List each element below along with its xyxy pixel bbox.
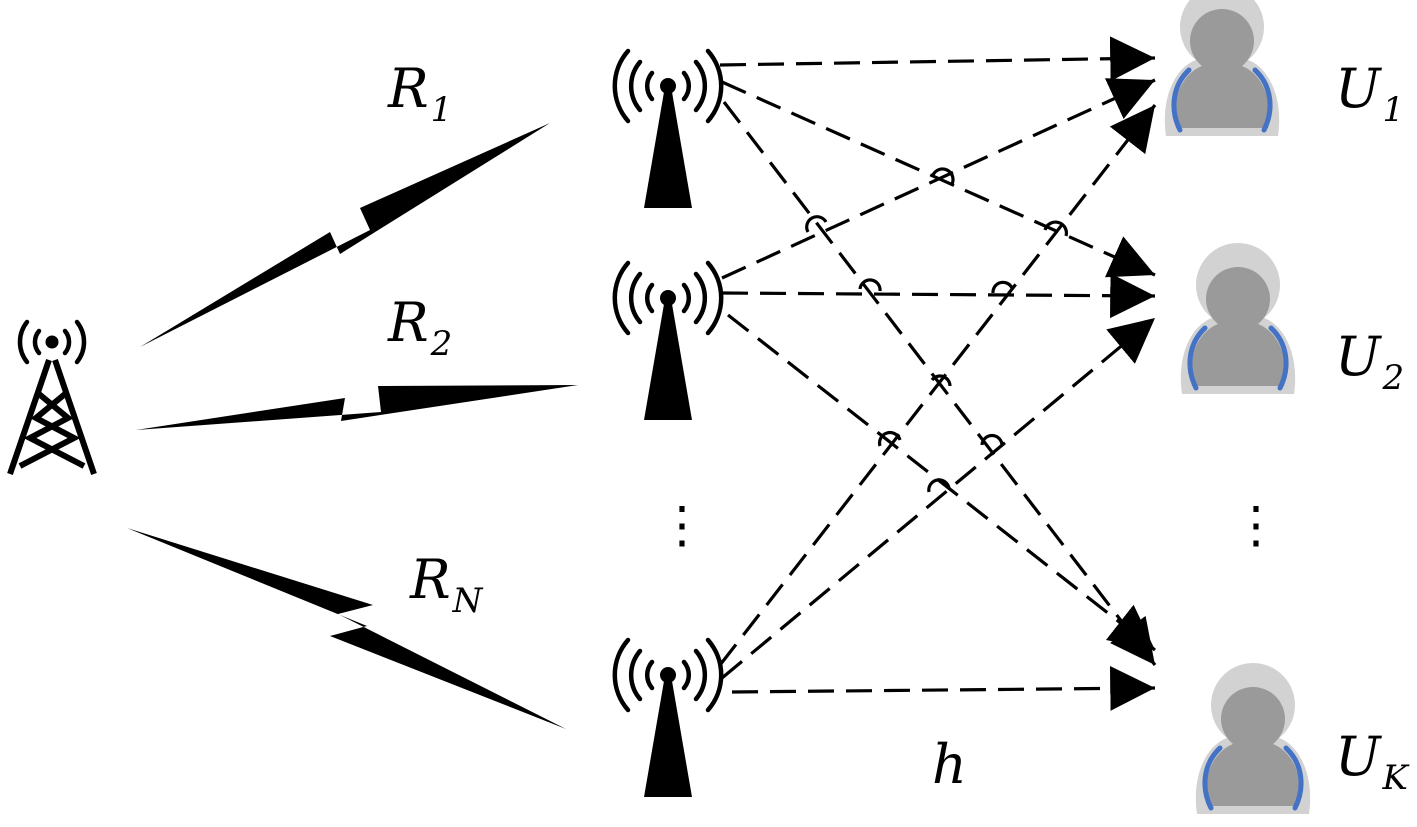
- relay-1-letter: R: [388, 57, 429, 120]
- link-rn-uk: [731, 666, 1156, 711]
- channel-letter: h: [932, 733, 967, 796]
- user-k-label: UK: [1335, 730, 1408, 796]
- relay-2-label: R2: [388, 296, 452, 362]
- relay-n-subscript: N: [452, 581, 483, 621]
- user-icon: [1196, 663, 1310, 814]
- user-k-subscript: K: [1382, 758, 1408, 798]
- user-1-label: U1: [1335, 62, 1404, 128]
- link-r2-uk: [727, 313, 1156, 652]
- antenna-icon: [615, 263, 721, 420]
- user-2-subscript: 2: [1382, 358, 1405, 398]
- channel-label: h: [932, 738, 967, 792]
- relay-1-subscript: 1: [430, 90, 453, 130]
- link-r1-u1: [719, 36, 1156, 82]
- link-r2-u1: [721, 78, 1156, 280]
- channel-links: [718, 36, 1157, 711]
- user-k-letter: U: [1335, 725, 1381, 788]
- relay-1-label: R1: [388, 62, 452, 128]
- lightning-bolt-icon: [136, 385, 578, 430]
- user-icon: [1181, 243, 1295, 394]
- user-1-subscript: 1: [1382, 90, 1405, 130]
- cell-tower-icon: [7, 319, 97, 475]
- lightning-bolt-icon: [140, 123, 550, 347]
- relay-2-letter: R: [388, 291, 429, 354]
- user-1-letter: U: [1335, 57, 1381, 120]
- link-rn-u1: [718, 104, 1157, 666]
- user-icon: [1165, 0, 1279, 136]
- link-rn-u2: [720, 316, 1157, 680]
- relay-ellipsis: ⋮: [657, 496, 707, 554]
- lightning-bolt-icon: [127, 528, 566, 729]
- user-2-label: U2: [1335, 330, 1404, 396]
- relay-n-letter: R: [410, 548, 451, 611]
- antenna-icon: [615, 51, 721, 208]
- user-ellipsis: ⋮: [1231, 496, 1281, 554]
- relay-n-label: RN: [410, 553, 482, 619]
- link-r2-u2: [721, 273, 1156, 319]
- antenna-icon: [615, 640, 721, 797]
- crossing-hops: [805, 167, 1069, 493]
- relay-2-subscript: 2: [430, 324, 453, 364]
- user-2-letter: U: [1335, 325, 1381, 388]
